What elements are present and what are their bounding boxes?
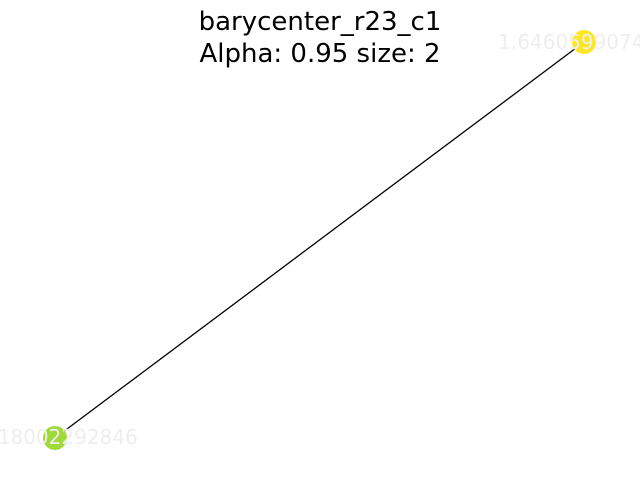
node-label-top-right: 1.646059907409 xyxy=(498,30,640,54)
node-label-bottom-left: 2618002292846 xyxy=(0,425,138,449)
chart-title: barycenter_r23_c1 Alpha: 0.95 size: 2 xyxy=(0,6,640,70)
title-line-2: Alpha: 0.95 size: 2 xyxy=(199,39,441,69)
graph-node-top-right xyxy=(572,30,596,54)
graph-edge xyxy=(54,41,585,439)
title-line-1: barycenter_r23_c1 xyxy=(198,7,442,37)
graph-node-bottom-left xyxy=(43,426,67,450)
